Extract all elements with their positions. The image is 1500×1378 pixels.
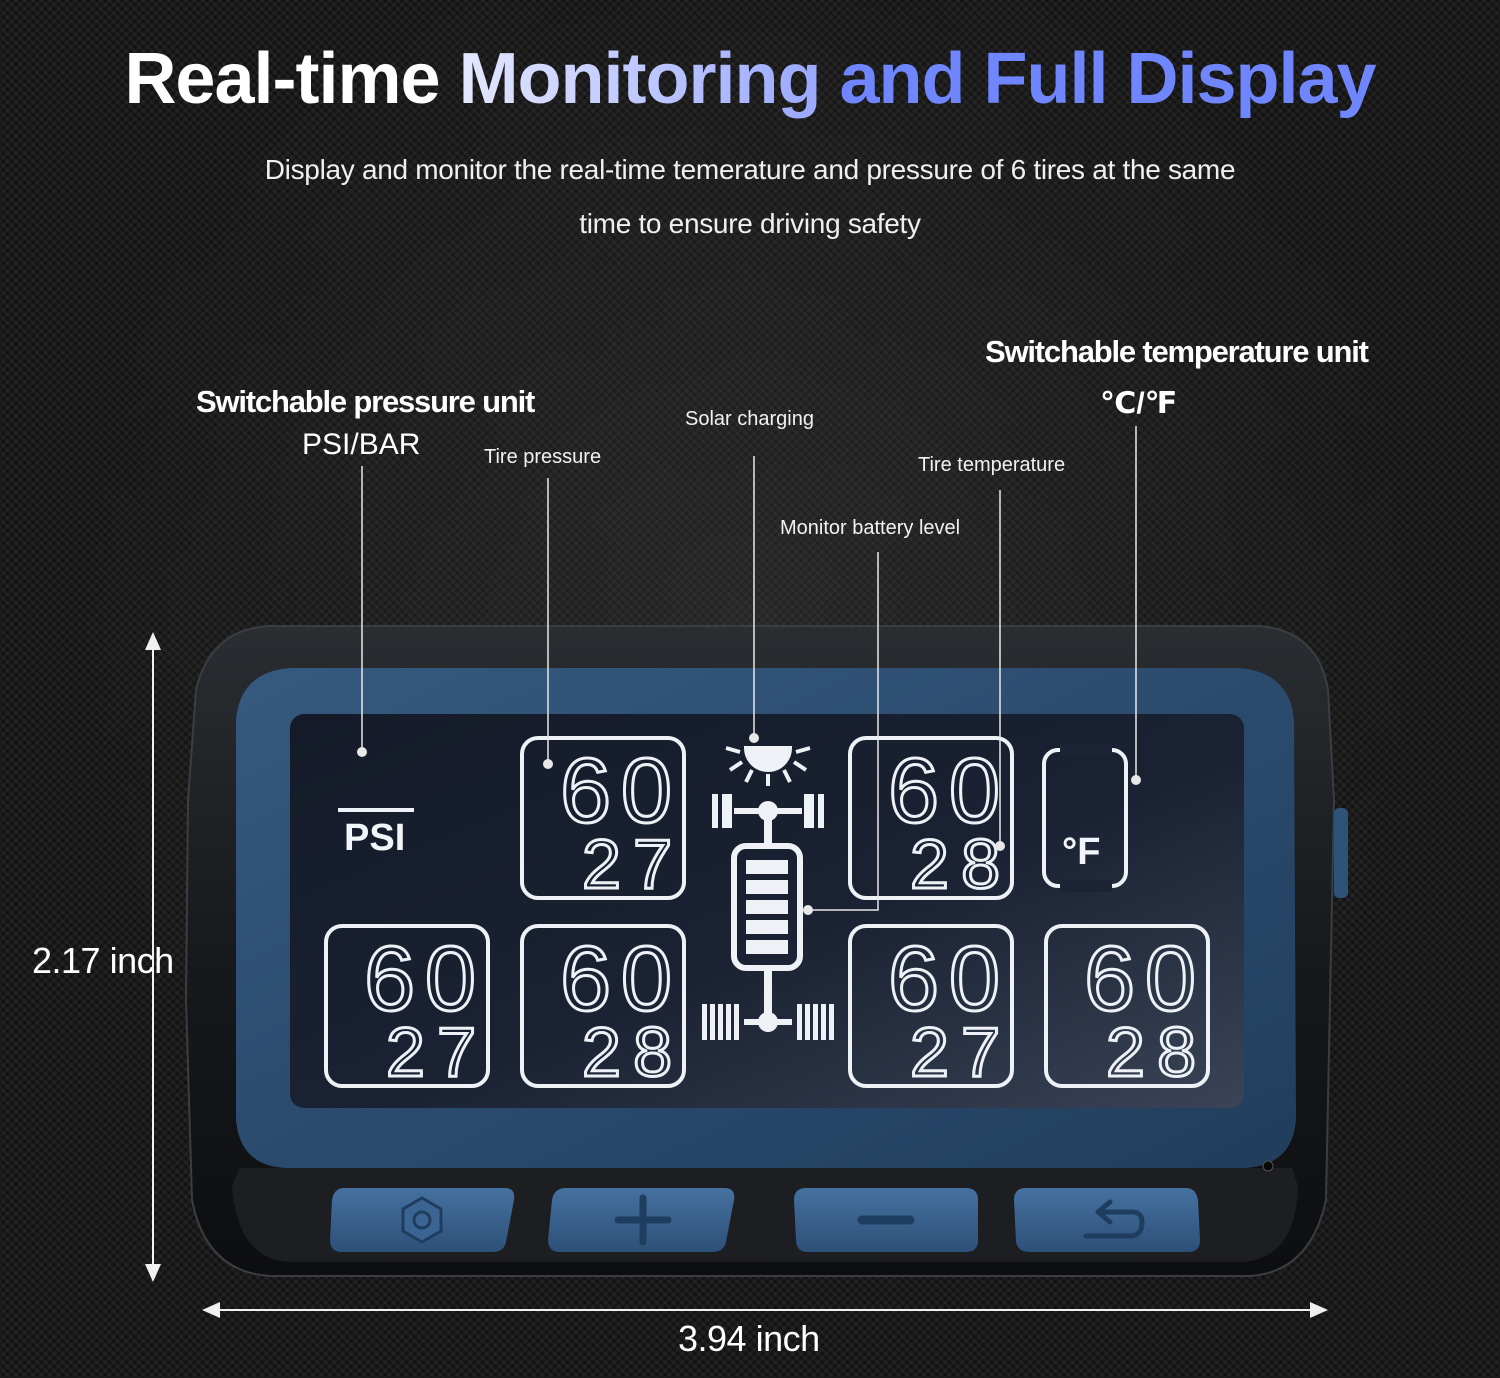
temp-unit-callout-title: Switchable temperature unit xyxy=(985,334,1369,369)
tire-temperature-callout: Tire temperature xyxy=(918,454,1066,476)
back-return-icon xyxy=(1083,1199,1145,1239)
temp-unit-callout-value: ℃/℉ xyxy=(1100,387,1178,420)
title-part-3: and Full Display xyxy=(839,39,1376,119)
solar-charging-callout: Solar charging xyxy=(685,408,814,430)
title-part-2: Monitoring xyxy=(458,39,822,119)
plus-icon xyxy=(614,1194,672,1246)
screen-pressure-unit: PSI xyxy=(344,817,405,859)
device-button-back[interactable] xyxy=(1014,1188,1200,1252)
page-title: Real-time Monitoring and Full Display xyxy=(0,38,1500,120)
truck-axle-diagram xyxy=(702,794,834,1040)
callout-leader-lines xyxy=(357,426,1141,915)
settings-gear-icon xyxy=(401,1196,443,1244)
device-button-minus[interactable] xyxy=(794,1188,978,1252)
screen-temp-unit: °F xyxy=(1062,831,1100,873)
pressure-unit-callout-title: Switchable pressure unit xyxy=(196,384,535,419)
height-dimension-label: 2.17 inch xyxy=(32,940,174,981)
pressure-unit-callout-value: PSI/BAR xyxy=(302,428,421,461)
solar-charging-icon xyxy=(725,746,811,786)
device-button-settings[interactable] xyxy=(330,1188,515,1252)
width-dimension-arrow xyxy=(202,1302,1328,1318)
subtitle-line-1: Display and monitor the real-time temera… xyxy=(264,154,1236,185)
height-dimension-arrow xyxy=(145,632,161,1282)
subtitle-line-2: time to ensure driving safety xyxy=(579,208,921,239)
indicator-dot xyxy=(1262,1160,1274,1172)
battery-level-callout: Monitor battery level xyxy=(780,517,961,539)
width-dimension-label: 3.94 inch xyxy=(678,1318,820,1359)
title-part-1: Real-time xyxy=(124,39,440,119)
tire-pressure-callout: Tire pressure xyxy=(484,446,602,468)
device-button-plus[interactable] xyxy=(548,1188,735,1252)
side-button-right xyxy=(1334,808,1348,898)
